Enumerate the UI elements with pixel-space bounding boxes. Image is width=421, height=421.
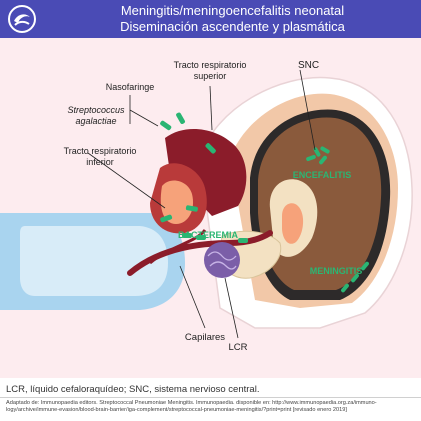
label-nasofaringe: Nasofaringe [106, 82, 155, 92]
ventricle [282, 203, 304, 244]
source-citation: Adaptado de: Immunopaedia editors. Strep… [6, 400, 377, 413]
label-streptococcus-2: agalactiae [75, 116, 116, 126]
choroid-plexus [204, 242, 240, 278]
capillary-line [149, 228, 207, 265]
upper-respiratory-tract [165, 128, 247, 216]
divider [0, 397, 421, 398]
page-title: Meningitis/meningoencefalitis neonatal D… [44, 3, 421, 34]
anatomy-illustration: Tracto respiratorio superior Nasofaringe… [0, 60, 413, 353]
header-bar: Meningitis/meningoencefalitis neonatal D… [0, 0, 421, 38]
diagram-panel: Tracto respiratorio superior Nasofaringe… [0, 38, 421, 378]
title-line-1: Meningitis/meningoencefalitis neonatal [120, 3, 345, 18]
leader-lines [87, 69, 316, 339]
label-capilares: Capilares [185, 332, 225, 343]
title-line-2: Diseminación ascendente y plasmática [120, 18, 345, 34]
label-lower-tract-1: Tracto respiratorio [64, 146, 137, 156]
label-bacteremia: BACTEREMIA [178, 230, 238, 240]
label-lower-tract-2: inferior [86, 157, 114, 167]
footnote: LCR, líquido cefaloraquídeo; SNC, sistem… [6, 384, 260, 395]
label-meningitis: MENINGITIS [310, 266, 363, 276]
airway-inner [160, 180, 194, 224]
label-streptococcus-1: Streptococcus [67, 105, 125, 115]
label-encefalitis: ENCEFALITIS [293, 170, 352, 180]
label-snc: SNC [298, 60, 319, 71]
label-lcr: LCR [228, 342, 247, 353]
label-upper-tract-2: superior [194, 71, 227, 81]
bacteria-group [160, 112, 369, 293]
label-upper-tract-1: Tracto respiratorio [174, 60, 247, 70]
ice-inner [20, 226, 168, 296]
logo-icon [8, 5, 36, 33]
